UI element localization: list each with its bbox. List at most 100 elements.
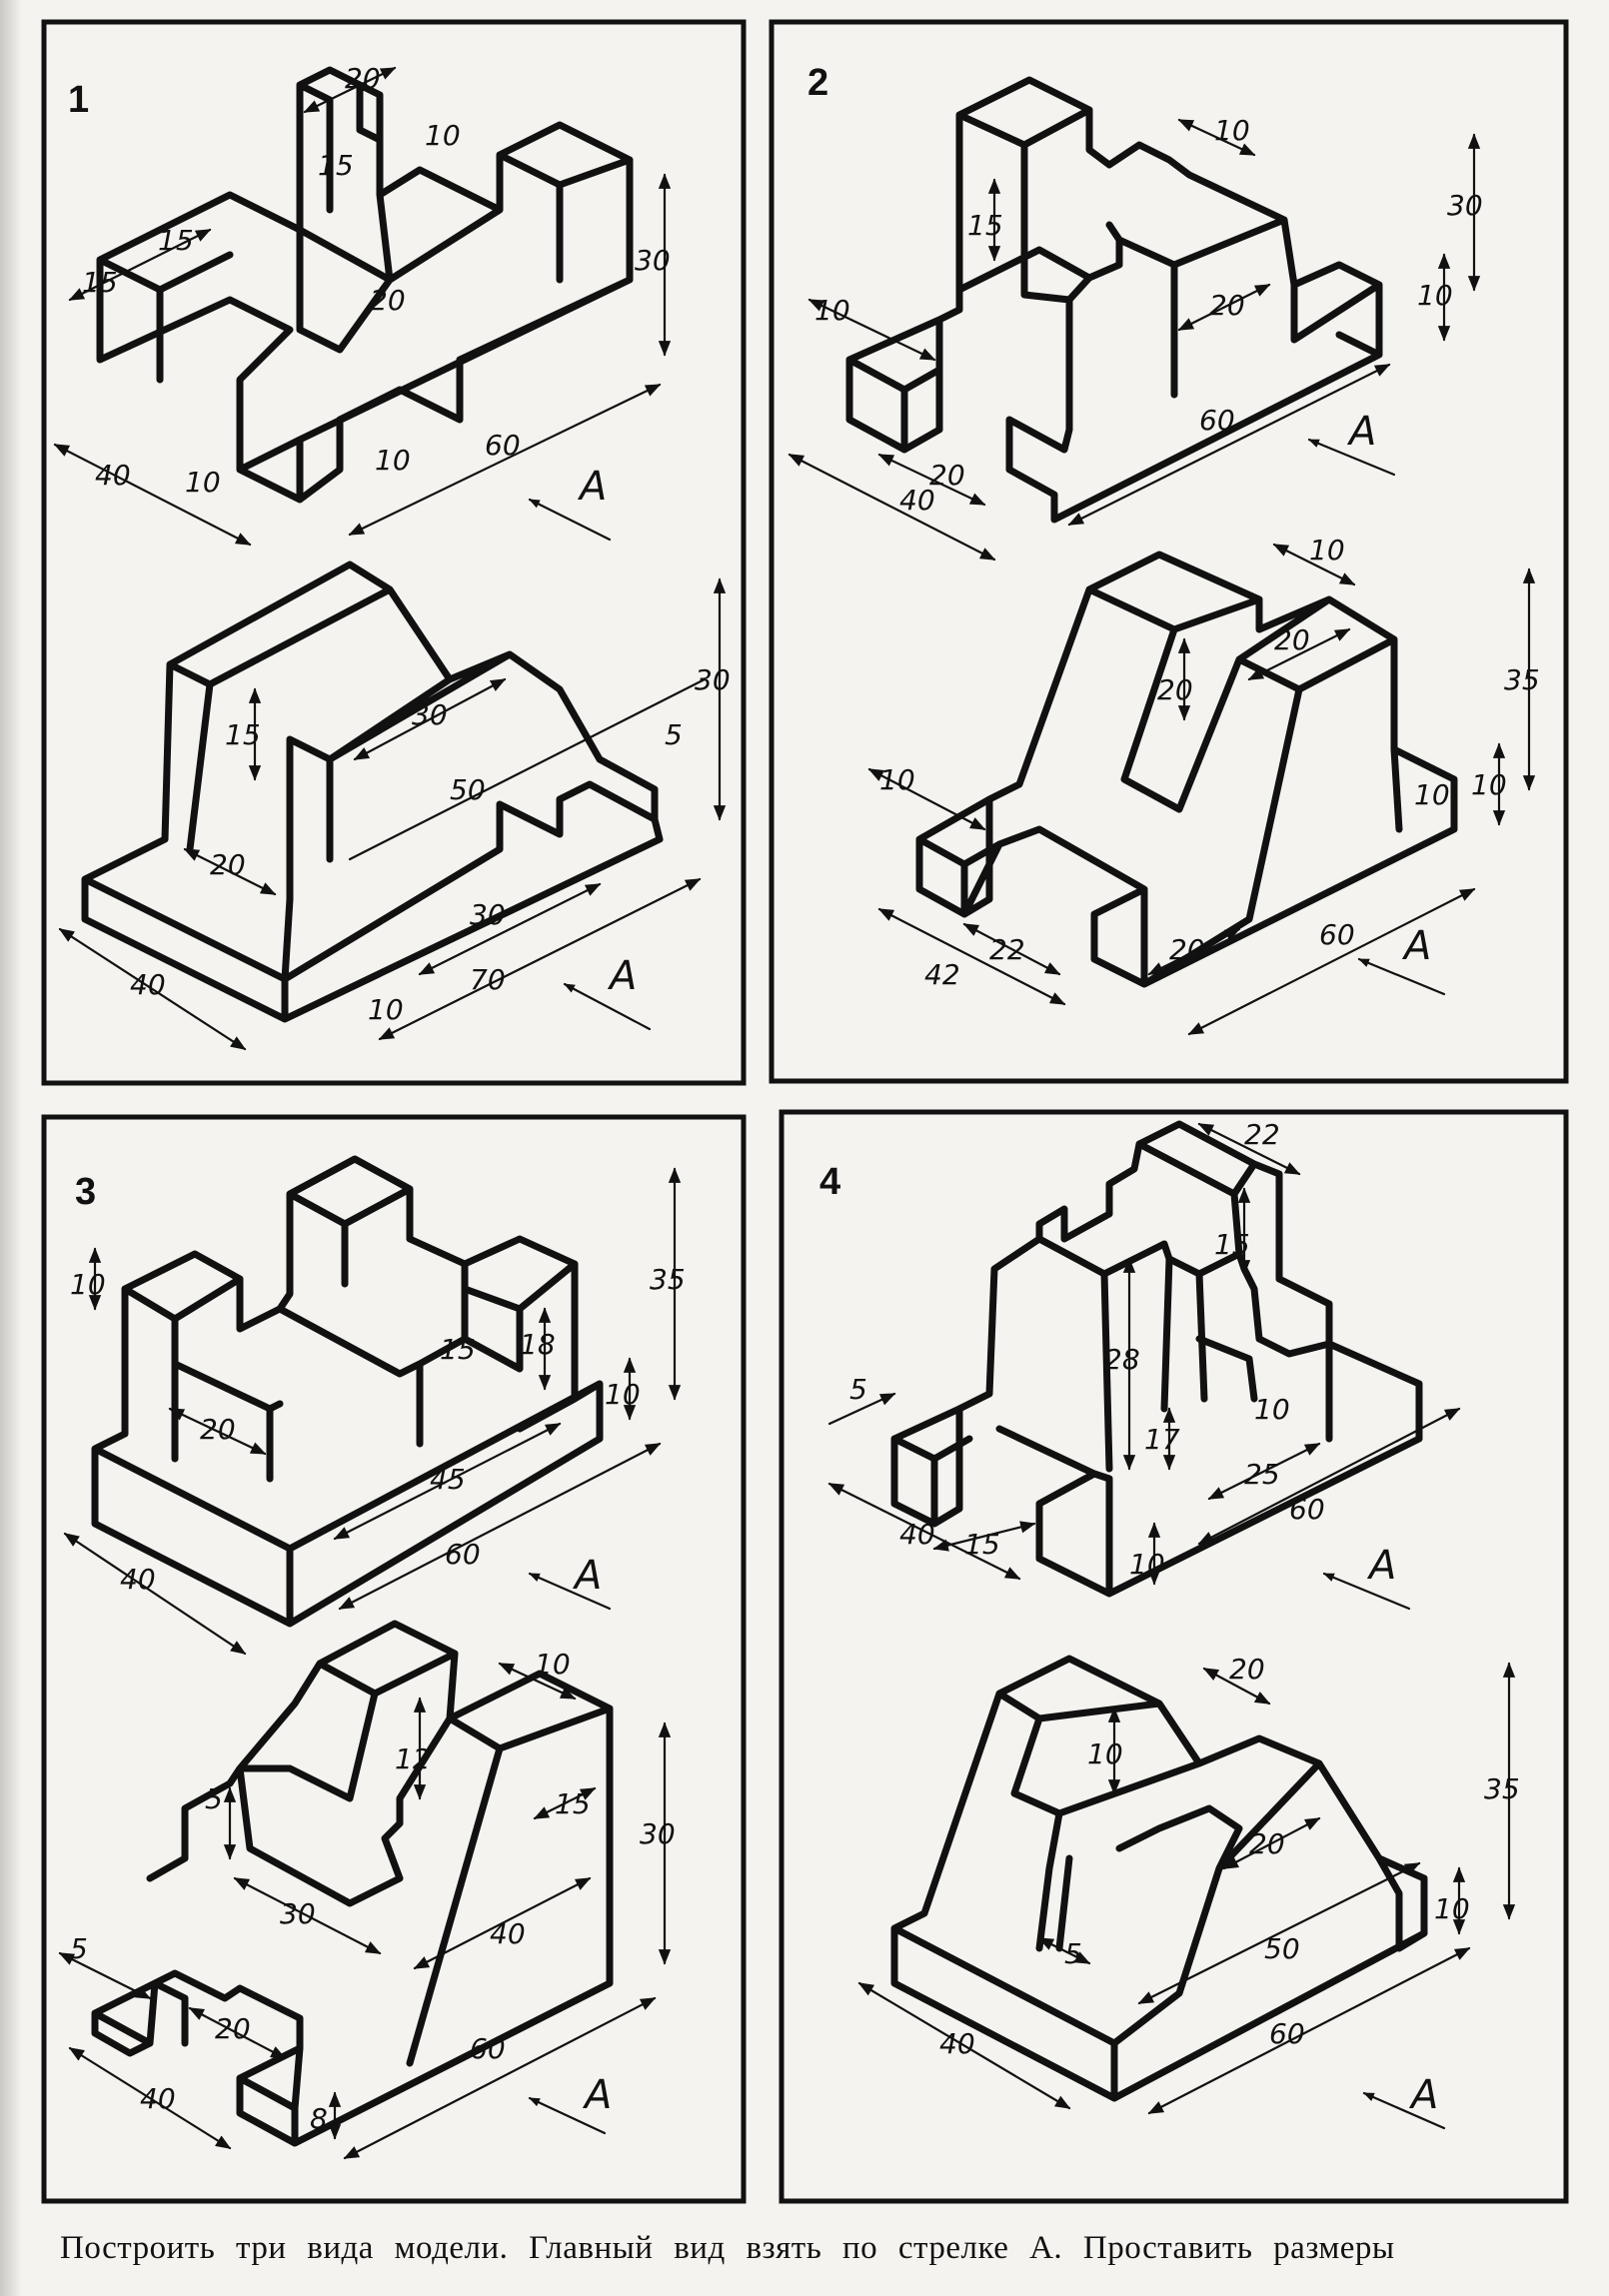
dim-line [1187, 887, 1476, 1036]
dim-label: 15 [82, 266, 118, 299]
panel-2-model-b-outline [915, 551, 1458, 988]
dim-label: 17 [1144, 1423, 1180, 1456]
dim-label: 5 [205, 1782, 223, 1815]
dim-line [1197, 1122, 1301, 1176]
dim-line [353, 677, 507, 761]
view-direction-label: А [1346, 409, 1376, 455]
dim-line [58, 1951, 152, 2000]
dim-label: 40 [120, 1563, 156, 1596]
dim-label: 10 [1417, 279, 1453, 312]
dim-line [378, 877, 702, 1041]
dim-label: 40 [899, 1518, 935, 1551]
dim-label: 22 [1244, 1118, 1280, 1151]
dim-label: 28 [1104, 1343, 1140, 1376]
dim-line [932, 1521, 1036, 1552]
dim-line [857, 1981, 1071, 2110]
dim-line [1177, 118, 1256, 157]
dim-label: 60 [485, 429, 521, 462]
dim-label: 40 [140, 2082, 176, 2115]
dim-line [807, 298, 936, 362]
dim-label: 10 [535, 1648, 571, 1681]
dim-label: 60 [1319, 918, 1355, 951]
dim-label: 40 [490, 1917, 526, 1950]
dim-label: 10 [185, 466, 221, 499]
dim-line [413, 1876, 592, 1970]
panel-1: 1 20 10 15 15 15 20 30 40 10 10 60 [41, 19, 747, 1086]
dim-label: 40 [95, 459, 131, 492]
dim-label: 15 [440, 1333, 476, 1366]
dim-line [1177, 283, 1271, 332]
dim-label: 12 [395, 1742, 431, 1775]
dim-label: 60 [1289, 1493, 1325, 1526]
dim-label: 10 [368, 993, 404, 1026]
dim-label: 30 [1447, 189, 1483, 222]
dim-line [877, 907, 1066, 1006]
panel-4: 4 22 15 28 5 17 10 25 60 40 [779, 1109, 1569, 2204]
dim-line [188, 2006, 287, 2060]
panel-3-model-b-outline [91, 1620, 614, 2147]
dim-label: 10 [605, 1378, 641, 1411]
panel-4-model-a-outline [890, 1120, 1423, 1598]
view-direction-arrow [528, 498, 612, 542]
dim-line [1147, 1946, 1471, 2115]
panel-2-model-a-outline [845, 76, 1383, 524]
dim-line [63, 1532, 247, 1656]
dim-line [1037, 1936, 1091, 1965]
dim-line [233, 1876, 382, 1955]
dim-label: 5 [849, 1373, 867, 1406]
panel-3-number: 3 [75, 1171, 96, 1213]
dim-line [343, 1996, 657, 2160]
dim-label: 10 [1087, 1737, 1123, 1770]
view-direction-label: А [607, 953, 637, 999]
panel-1-model-b: 15 30 50 30 5 20 30 70 40 10 А [58, 561, 731, 1051]
dim-label: 50 [1264, 1932, 1300, 1965]
dim-label: 40 [130, 968, 166, 1001]
dim-label: 70 [470, 963, 506, 996]
panel-2: 2 10 15 30 10 20 10 60 20 [769, 19, 1569, 1084]
panel-4-model-b: 20 10 35 20 10 5 50 40 60 А [857, 1653, 1520, 2130]
dim-label: 10 [1129, 1548, 1165, 1581]
view-direction-label: А [577, 464, 607, 510]
panel-2-number: 2 [807, 62, 828, 104]
panel-3-frame [41, 1114, 747, 2204]
dim-label: 10 [1214, 114, 1250, 147]
dim-label: 18 [520, 1328, 556, 1361]
dim-label: 25 [1244, 1458, 1280, 1491]
dim-label: 30 [640, 1817, 676, 1850]
dim-label: 8 [310, 2102, 328, 2135]
panel-3-model-a-outline [91, 1155, 604, 1628]
panel-2-model-b: 10 20 20 35 10 10 10 22 42 20 [867, 534, 1540, 1036]
dim-label: 20 [200, 1413, 236, 1446]
dim-line [1067, 363, 1391, 527]
view-direction-arrow [1357, 957, 1446, 996]
dim-label: 20 [1249, 1827, 1285, 1860]
dim-label: 30 [470, 898, 506, 931]
dim-line [68, 2046, 232, 2150]
dim-label: 10 [1434, 1892, 1470, 1925]
dim-line [68, 228, 212, 302]
dim-label: 15 [964, 1528, 1000, 1561]
view-direction-arrow [1322, 1572, 1411, 1611]
dim-label: 20 [215, 2012, 251, 2045]
dim-line [183, 847, 277, 896]
dim-label: 15 [967, 209, 1003, 242]
panel-3-model-a: 10 15 18 10 35 20 45 40 60 А [63, 1155, 686, 1656]
dim-label: 10 [375, 444, 411, 477]
dim-label: 20 [1169, 933, 1205, 966]
panel-2-model-a: 10 15 30 10 20 10 60 20 40 А [788, 76, 1483, 562]
view-direction-label: А [572, 1553, 602, 1599]
dim-label: 15 [555, 1787, 591, 1820]
dim-line [53, 443, 252, 547]
dim-label: 30 [280, 1897, 316, 1930]
dim-label: 10 [1254, 1393, 1290, 1426]
dim-label: 35 [650, 1263, 686, 1296]
dim-label: 50 [450, 773, 486, 806]
scan-edge-shadow [0, 0, 22, 2296]
view-direction-label: А [582, 2072, 612, 2118]
view-direction-label: А [1366, 1543, 1396, 1589]
dim-line [788, 453, 996, 562]
dim-label: 15 [158, 224, 194, 257]
view-direction-arrow [528, 1572, 612, 1611]
dim-line [338, 1442, 662, 1611]
